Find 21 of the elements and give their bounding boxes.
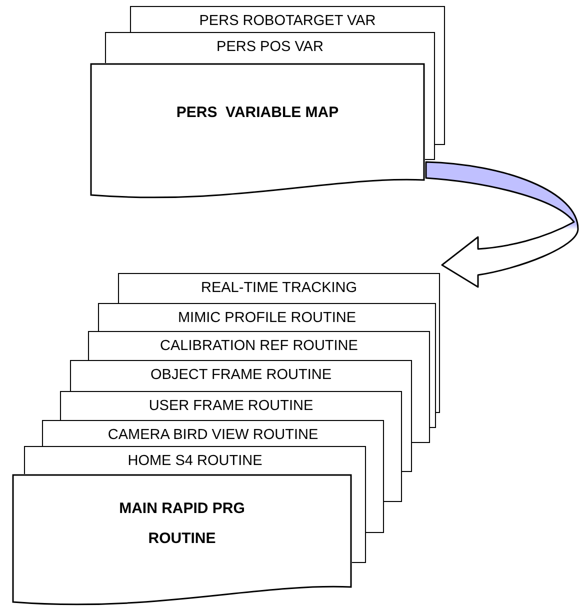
document-card (105, 32, 435, 63)
document-card (118, 273, 440, 303)
card-label: OBJECT FRAME ROUTINE (150, 367, 332, 383)
card-label: HOME S4 ROUTINE (128, 453, 262, 469)
document-card (88, 331, 430, 360)
document-card (98, 303, 436, 331)
card-label: CALIBRATION REF ROUTINE (160, 338, 358, 354)
card-label: PERS ROBOTARGET VAR (199, 13, 376, 29)
document-title: MAIN RAPID PRG ROUTINE (118, 499, 246, 549)
card-label: USER FRAME ROUTINE (148, 398, 314, 414)
curved-block-arrow (425, 161, 579, 288)
card-label: CAMERA BIRD VIEW ROUTINE (108, 427, 318, 443)
document-card (42, 420, 384, 446)
document-card (24, 446, 366, 474)
card-label: REAL-TIME TRACKING (200, 280, 358, 296)
document-card (60, 391, 402, 420)
document-title: PERS VARIABLE MAP (176, 103, 339, 123)
card-label: PERS POS VAR (216, 39, 324, 55)
card-label: MIMIC PROFILE ROUTINE (178, 310, 356, 326)
document-card (130, 6, 445, 32)
document-card (70, 360, 412, 391)
